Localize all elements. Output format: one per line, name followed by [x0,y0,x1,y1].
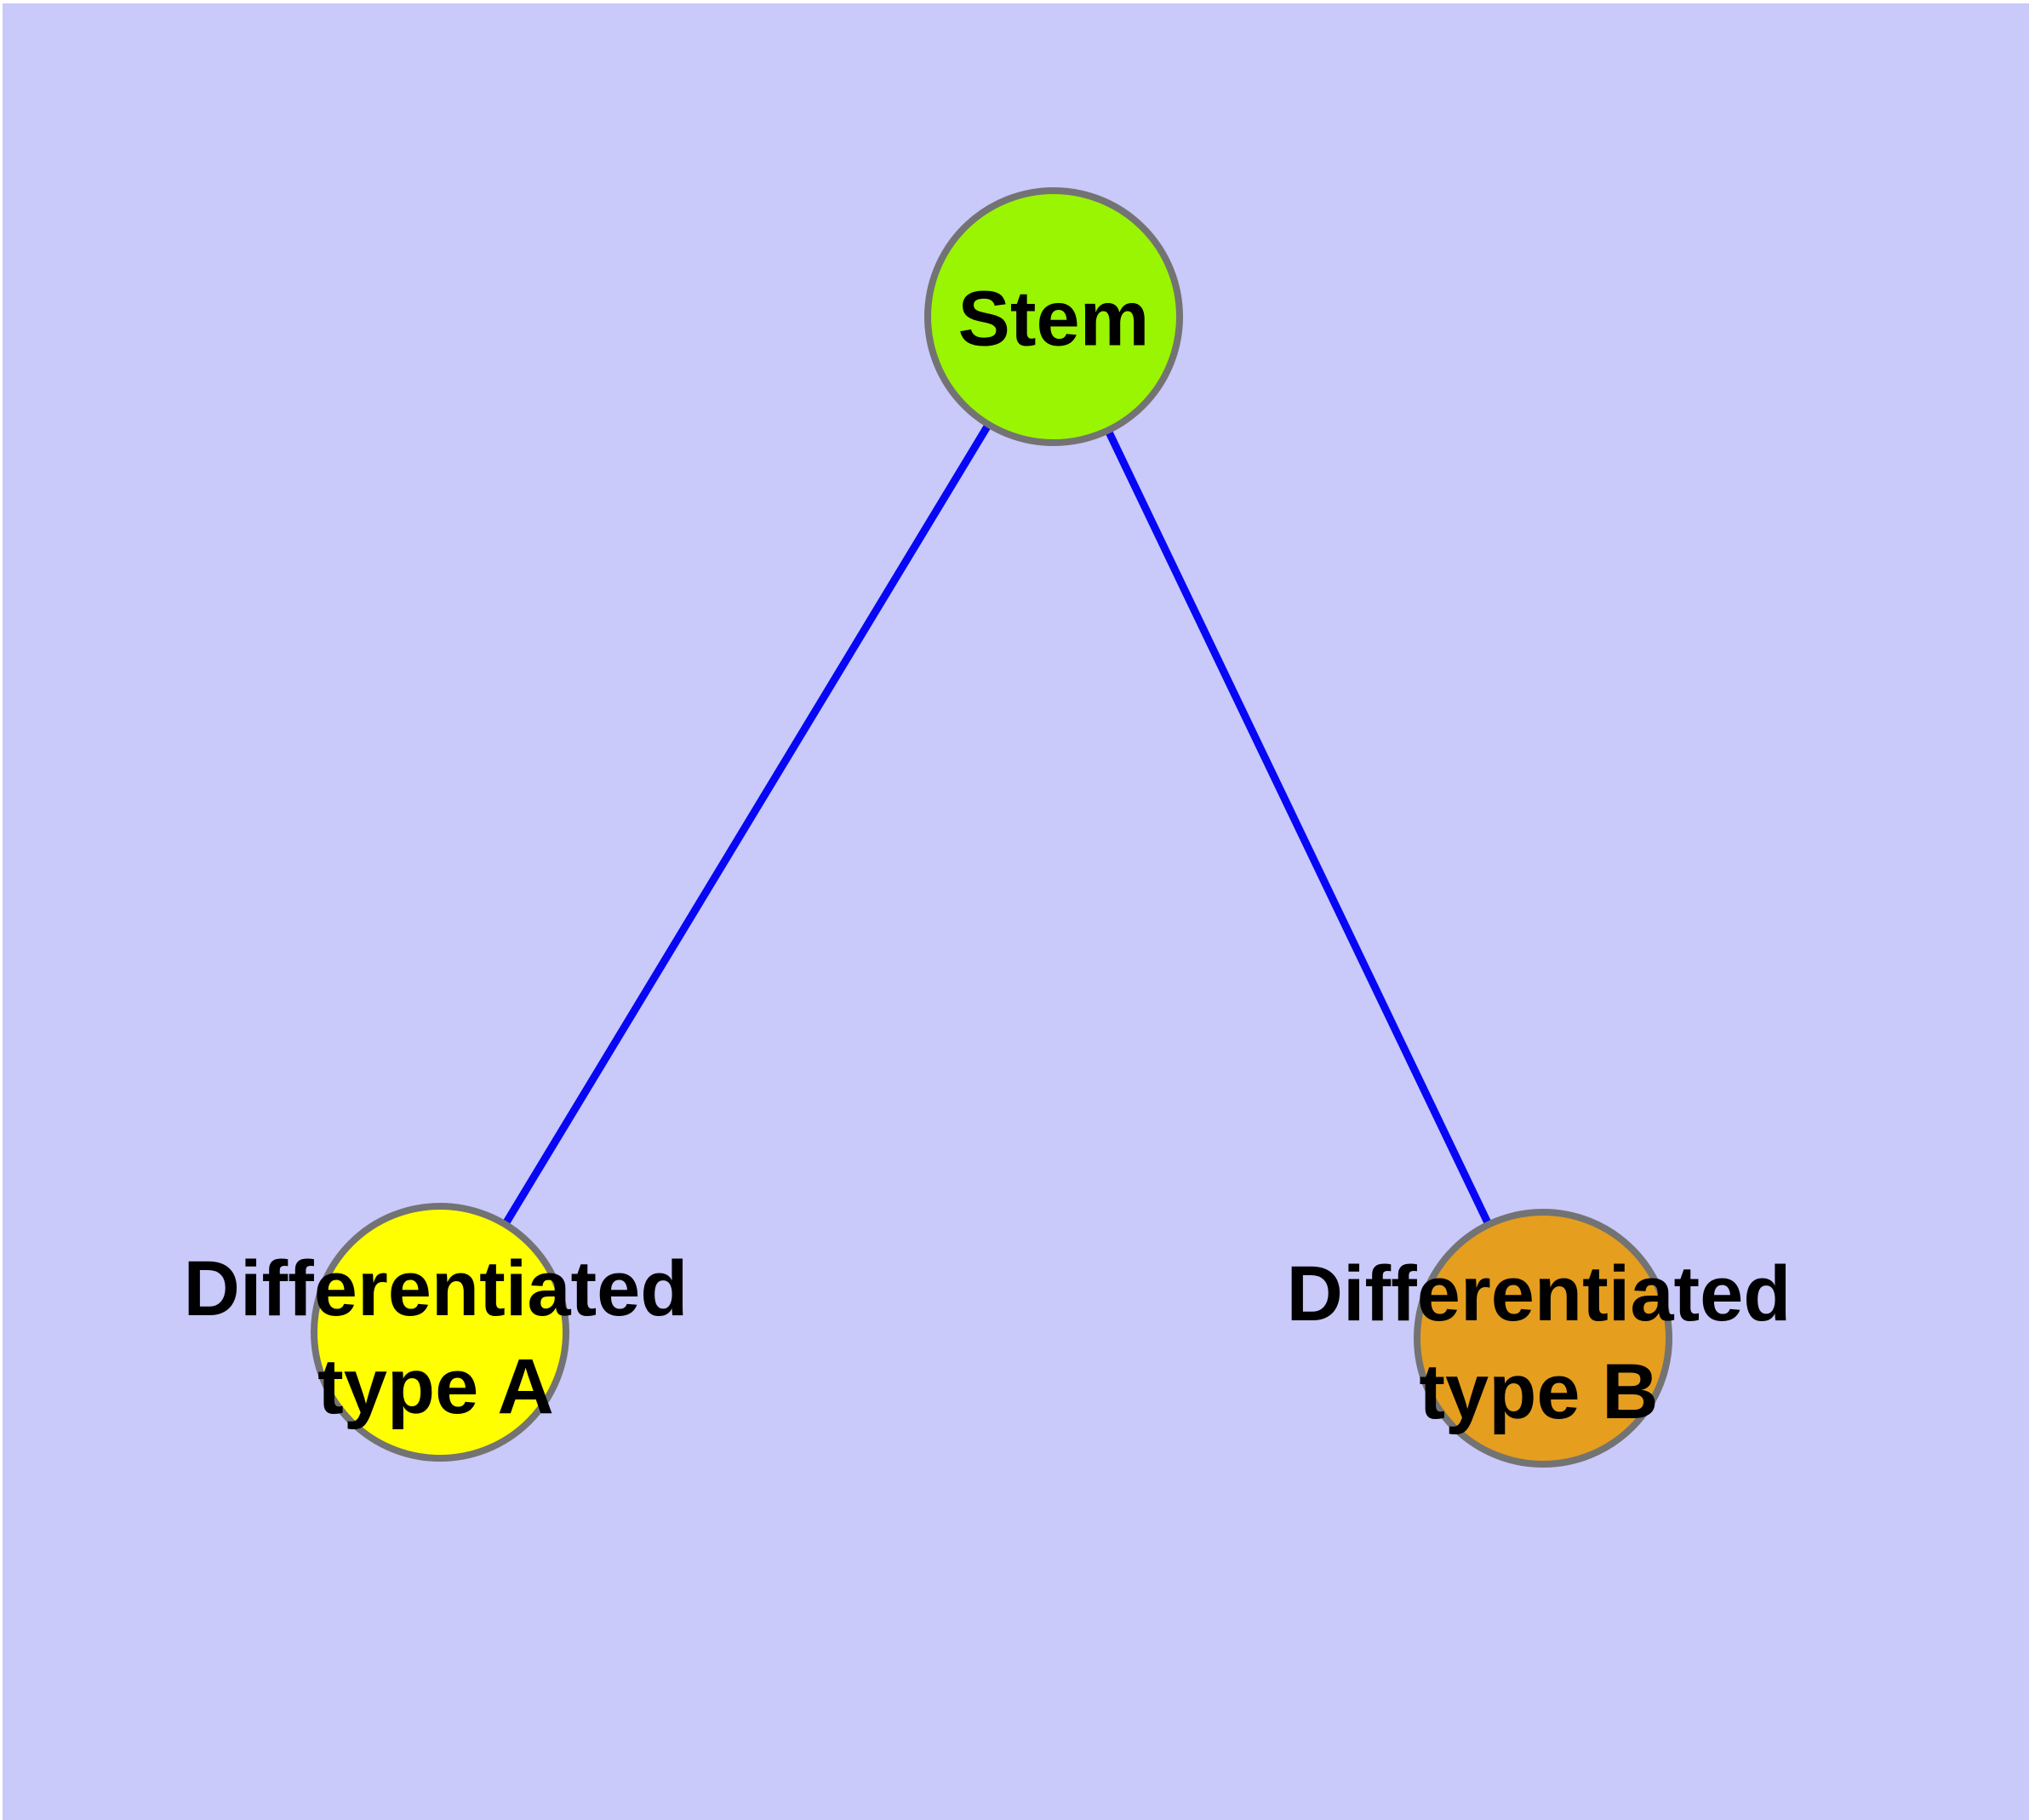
node-differentiated-type-b [1414,1209,1672,1468]
node-label-differentiated-type-a-line-2: type A [317,1343,554,1430]
node-label-stem: Stem [958,271,1150,369]
edge-stem-to-differentiated-type-a [437,314,1057,1335]
node-stem [924,187,1183,446]
node-label-differentiated-type-b: Differentiated type B [1287,1245,1792,1441]
node-differentiated-type-a [311,1203,569,1462]
node-label-differentiated-type-a: Differentiated type A [184,1240,689,1436]
node-label-differentiated-type-b-line-1: Differentiated [1286,1251,1792,1337]
node-label-differentiated-type-b-line-2: type B [1419,1348,1659,1435]
node-label-stem-line: Stem [957,275,1150,363]
edge-stem-to-differentiated-type-b [1049,315,1547,1340]
node-label-differentiated-type-a-line-1: Differentiated [183,1245,689,1332]
